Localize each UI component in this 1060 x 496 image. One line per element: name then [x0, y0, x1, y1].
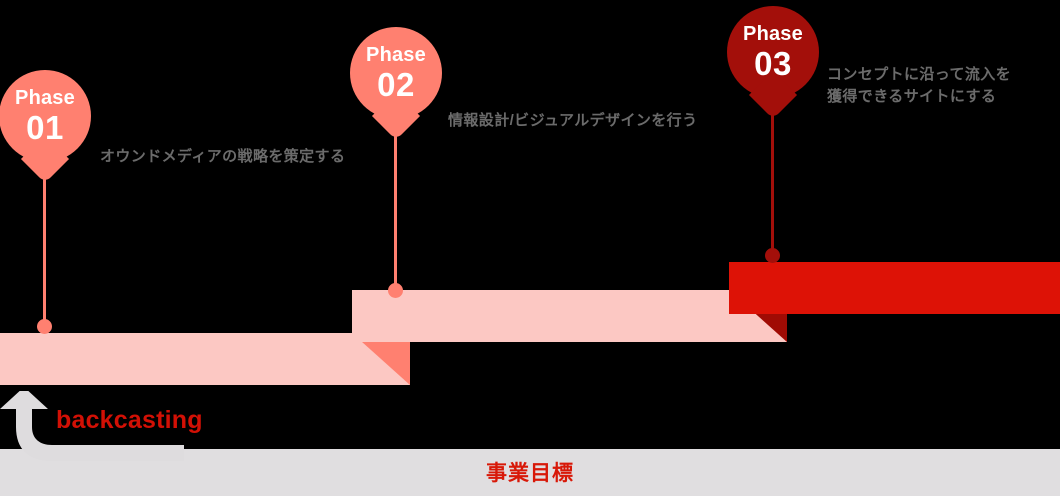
phase-1-number: 01 [26, 109, 64, 146]
phase-2-description: 情報設計/ビジュアルデザインを行う [448, 112, 698, 129]
step-1-tread [0, 333, 410, 385]
phase-2-stem [394, 112, 397, 290]
phase-3-stem-dot [765, 248, 780, 263]
phase-2-balloon[interactable]: Phase 02 [350, 27, 442, 119]
phase-3-description: コンセプトに沿って流入を 獲得できるサイトにする [827, 66, 1012, 105]
phase-3-number: 03 [754, 45, 792, 82]
phase-2-label: Phase [366, 44, 426, 66]
backcasting-arrow-icon [0, 391, 184, 496]
phase-3-balloon[interactable]: Phase 03 [727, 6, 819, 98]
phase-2-number: 02 [377, 66, 415, 103]
phase-1-stem-dot [37, 319, 52, 334]
phase-1-description: オウンドメディアの戦略を策定する [100, 148, 346, 165]
phase-3-stem [771, 92, 774, 262]
phase-1-stem [43, 155, 46, 333]
phase-1-balloon[interactable]: Phase 01 [0, 70, 91, 162]
phase-2-stem-dot [388, 283, 403, 298]
backcasting-label: backcasting [56, 406, 203, 434]
phase-1-label: Phase [15, 87, 75, 109]
phase-3-label: Phase [743, 23, 803, 45]
step-3-tread [729, 262, 1060, 314]
business-goal-label: 事業目標 [486, 462, 574, 485]
step-2-tread [352, 290, 787, 342]
